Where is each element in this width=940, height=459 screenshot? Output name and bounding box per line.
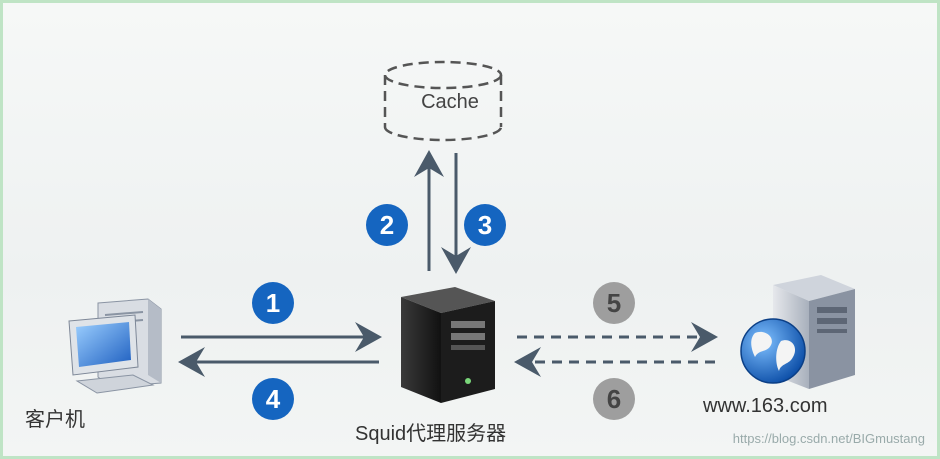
client-computer-icon xyxy=(68,298,162,394)
cache-label: Cache xyxy=(421,91,479,113)
step-badge-2: 2 xyxy=(366,204,408,246)
cache-icon xyxy=(383,60,503,142)
svg-text:5: 5 xyxy=(607,288,621,318)
svg-text:2: 2 xyxy=(380,210,394,240)
step-badge-5: 5 xyxy=(593,282,635,324)
watermark-text: https://blog.csdn.net/BIGmustang xyxy=(732,431,925,446)
diagram-svg: 2 3 1 4 5 6 xyxy=(68,60,855,420)
svg-text:3: 3 xyxy=(478,210,492,240)
svg-text:1: 1 xyxy=(266,288,280,318)
proxy-server-icon xyxy=(401,287,495,403)
proxy-label: Squid代理服务器 xyxy=(355,423,507,445)
step-badge-4: 4 xyxy=(252,378,294,420)
step-badge-1: 1 xyxy=(252,282,294,324)
web-server-label: www.163.com xyxy=(703,395,828,417)
globe-icon xyxy=(740,318,806,384)
step-badge-3: 3 xyxy=(464,204,506,246)
svg-text:4: 4 xyxy=(266,384,281,414)
client-label: 客户机 xyxy=(25,409,85,431)
svg-text:6: 6 xyxy=(607,384,621,414)
step-badge-6: 6 xyxy=(593,378,635,420)
